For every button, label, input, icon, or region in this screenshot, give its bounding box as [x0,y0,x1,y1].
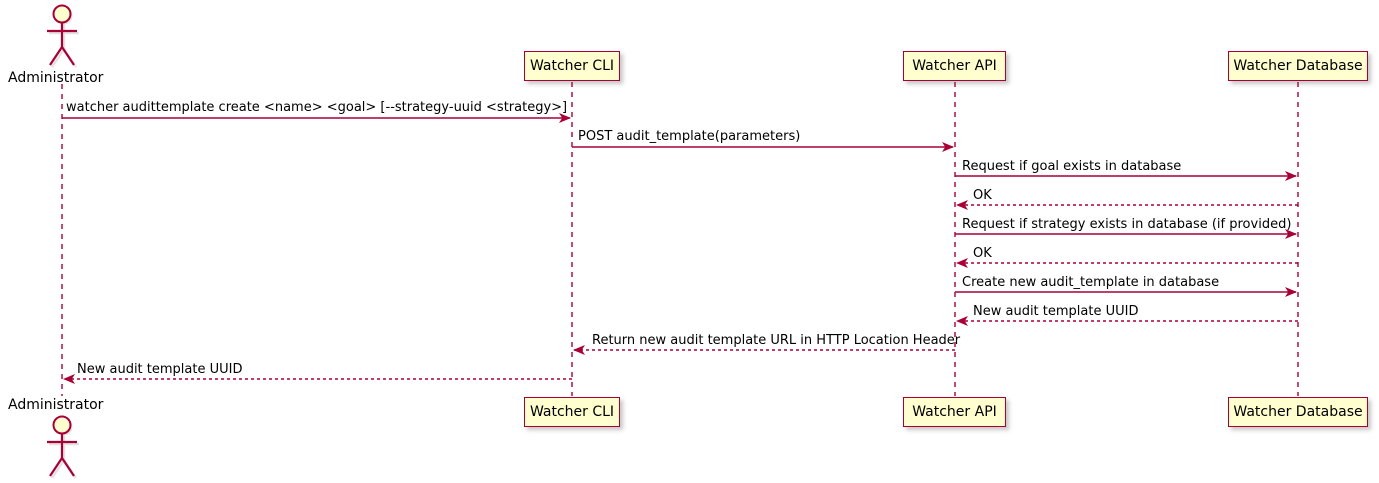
participant-watcher-database-bottom[interactable]: Watcher Database [1228,397,1368,427]
message-label-9: Return new audit template URL in HTTP Lo… [592,333,961,348]
message-label-1: watcher audittemplate create <name> <goa… [66,100,568,115]
lifelines [61,82,1299,396]
actor-head-icon [52,4,72,24]
actor-label-administrator-bottom: Administrator [8,397,104,413]
message-label-3: Request if goal exists in database [962,159,1182,174]
message-label-2: POST audit_template(parameters) [578,129,801,144]
actor-head-icon [52,415,72,435]
message-label-10: New audit template UUID [77,362,243,377]
actor-administrator-bottom [47,415,79,479]
message-label-7: Create new audit_template in database [962,275,1220,290]
participant-watcher-api-bottom[interactable]: Watcher API [903,397,1006,427]
actor-label-administrator-top: Administrator [8,70,104,86]
message-label-4: OK [973,188,992,203]
participant-watcher-cli-bottom[interactable]: Watcher CLI [524,397,620,427]
message-label-8: New audit template UUID [973,304,1139,319]
participant-watcher-cli-top[interactable]: Watcher CLI [524,51,620,81]
actor-administrator-top [47,4,79,68]
message-label-6: OK [973,246,992,261]
message-arrows [62,113,1298,384]
message-label-5: Request if strategy exists in database (… [962,217,1292,232]
participant-watcher-api-top[interactable]: Watcher API [903,51,1006,81]
participant-watcher-database-top[interactable]: Watcher Database [1228,51,1368,81]
